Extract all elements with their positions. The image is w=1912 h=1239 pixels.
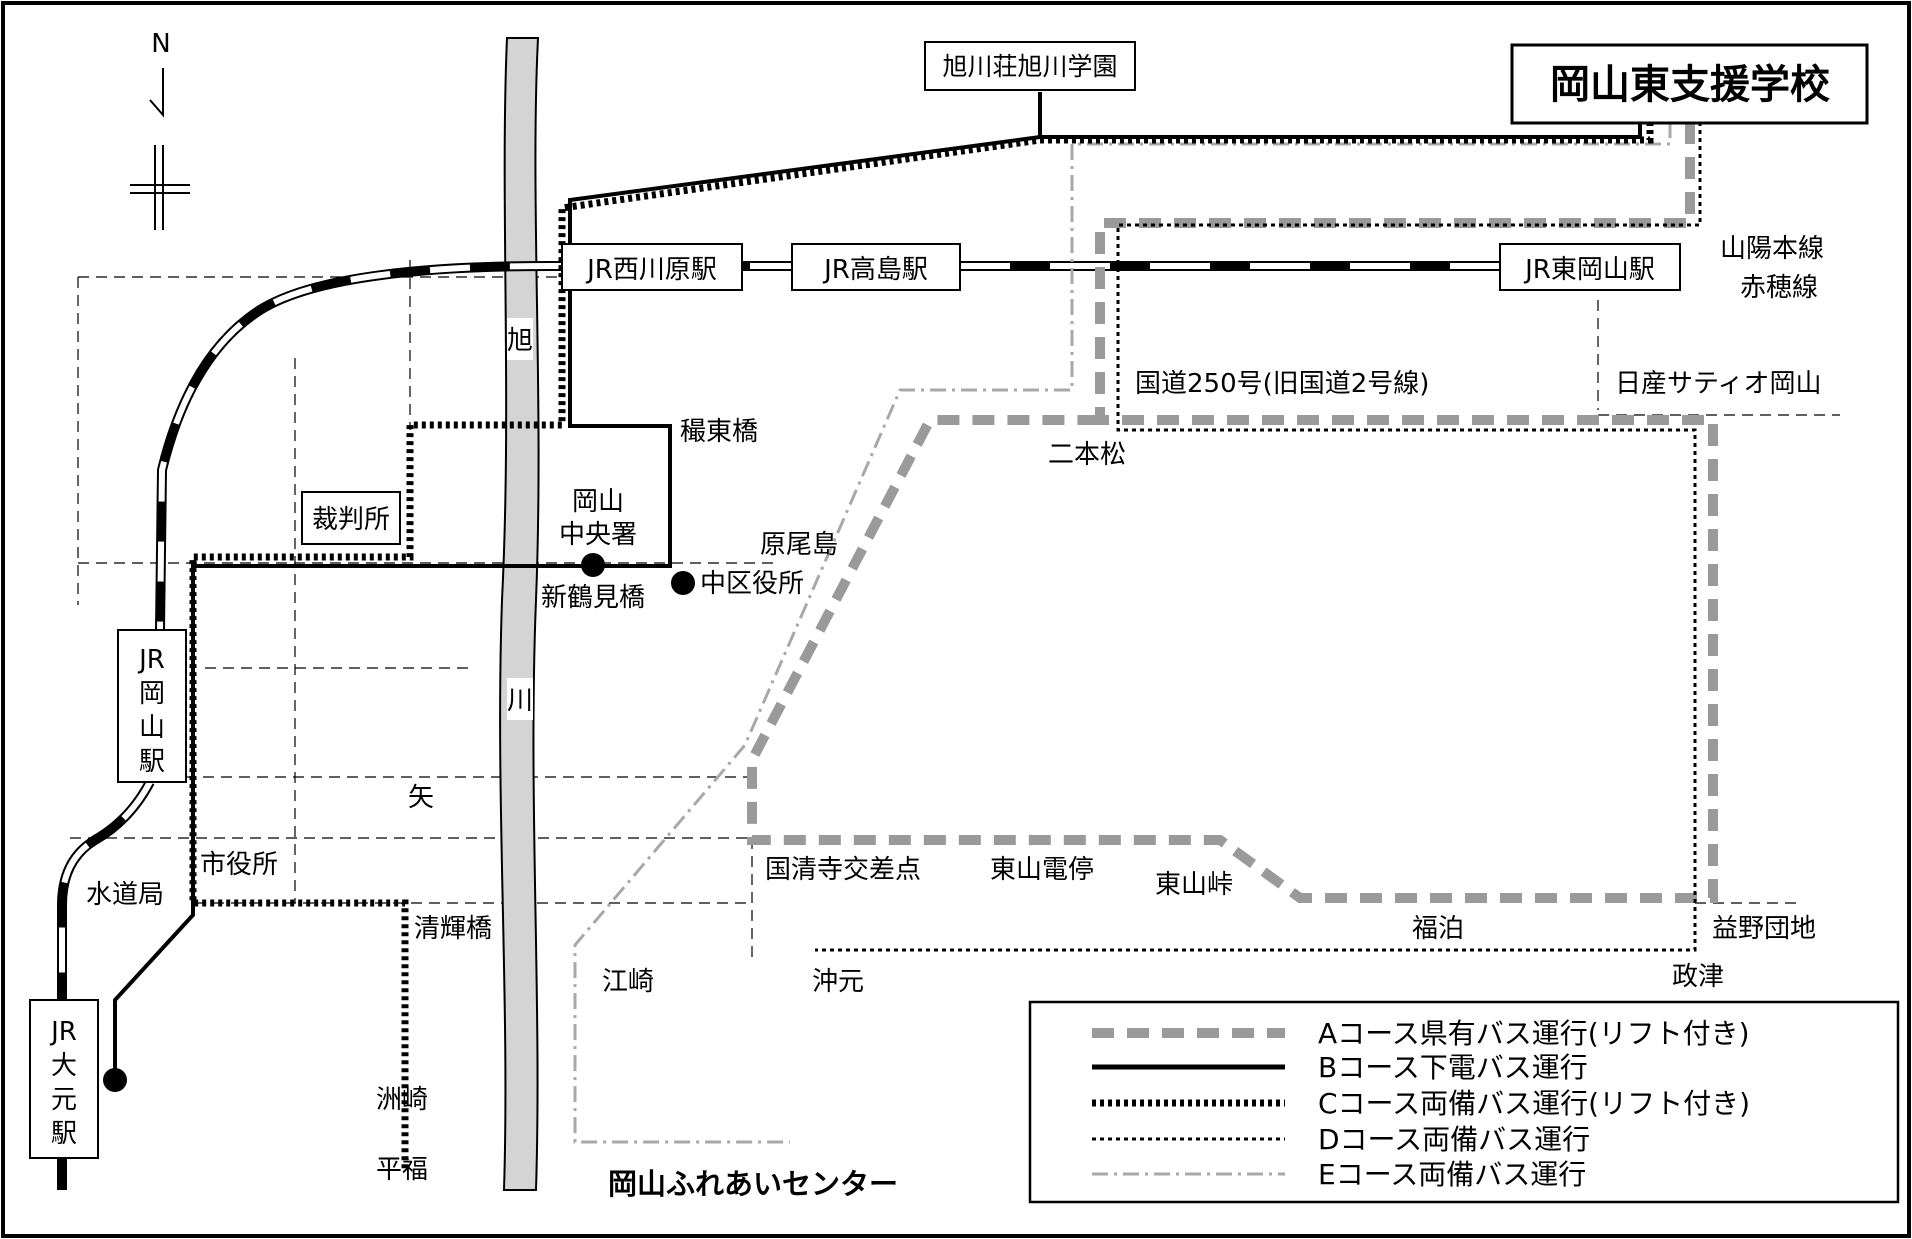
okayama-station-char1: 岡 bbox=[139, 679, 165, 709]
asahi-river: 旭 川 bbox=[499, 37, 540, 1191]
ezaki-label: 江崎 bbox=[602, 967, 654, 997]
okayama-station-char3: 駅 bbox=[139, 747, 165, 777]
naka-kuyakusho-label: 中区役所 bbox=[700, 569, 804, 599]
omoto-station-jr: JR bbox=[49, 1017, 77, 1047]
kokuseiji-label: 国清寺交差点 bbox=[765, 855, 921, 885]
suzaki-label: 洲崎 bbox=[376, 1085, 428, 1115]
compass-n: N bbox=[151, 29, 170, 59]
naka-kuyakusho-dot bbox=[671, 571, 695, 595]
fukudomari-label: 福泊 bbox=[1412, 914, 1464, 944]
suidokyoku-label: 水道局 bbox=[86, 880, 164, 910]
legend: Aコース県有バス運行(リフト付き) Bコース下電バス運行 Cコース両備バス運行(… bbox=[1028, 1000, 1900, 1204]
masazu-label: 政津 bbox=[1672, 962, 1724, 992]
nihonmatsu-label: 二本松 bbox=[1048, 440, 1126, 470]
okayama-station-char2: 山 bbox=[139, 713, 165, 743]
nissan-label: 日産サティオ岡山 bbox=[1615, 369, 1821, 399]
takashima-station-box bbox=[791, 243, 961, 291]
kuma-label: ⽮ bbox=[408, 783, 434, 813]
legend-label-c: Cコース両備バス運行(リフト付き) bbox=[1318, 1087, 1750, 1120]
haraojima-label: 原尾島 bbox=[760, 530, 838, 560]
ako-line-label: 赤穂線 bbox=[1740, 273, 1818, 303]
saibansho-label: 裁判所 bbox=[312, 505, 390, 535]
nishigawara-station-box bbox=[561, 243, 743, 291]
omoto-station-box bbox=[29, 999, 99, 1159]
omoto-station-char2: 元 bbox=[51, 1085, 77, 1115]
river-char-1: 旭 bbox=[507, 326, 533, 356]
okayama-station-box bbox=[117, 629, 187, 783]
legend-label-d: Dコース両備バス運行 bbox=[1318, 1123, 1590, 1156]
legend-label-e: Eコース両備バス運行 bbox=[1318, 1158, 1586, 1191]
omoto-station-char3: 駅 bbox=[51, 1119, 77, 1149]
takashima-station-label: JR高島駅 bbox=[822, 255, 928, 285]
chuo-sho-label-2: 中央署 bbox=[559, 520, 637, 550]
higashi-okayama-station-label: JR東岡山駅 bbox=[1523, 255, 1655, 285]
route-d bbox=[815, 122, 1702, 952]
seikibashi-label: 清輝橋 bbox=[414, 914, 492, 944]
route250-label: 国道250号(旧国道2号線) bbox=[1135, 369, 1429, 399]
shiyakusho-label: 市役所 bbox=[200, 850, 278, 880]
legend-label-a: Aコース県有バス運行(リフト付き) bbox=[1318, 1017, 1750, 1050]
higashi-okayama-station-box bbox=[1499, 243, 1681, 291]
omoto-station-char1: 大 bbox=[51, 1051, 77, 1081]
river-label-bg-2 bbox=[507, 678, 533, 720]
legend-label-b: Bコース下電バス運行 bbox=[1318, 1051, 1588, 1084]
kaito-bashi-label: 穝東橋 bbox=[680, 417, 758, 447]
okayama-station-jr: JR bbox=[137, 645, 165, 675]
school-box bbox=[1510, 43, 1869, 125]
place-labels: 山陽本線 赤穂線 国道250号(旧国道2号線) 日産サティオ岡山 二本松 穝東橋… bbox=[86, 234, 1824, 1201]
higashiyama-toge-label: 東山峠 bbox=[1155, 870, 1233, 900]
nishigawara-station-label: JR西川原駅 bbox=[585, 255, 717, 285]
higashiyama-den-label: 東山電停 bbox=[990, 855, 1094, 885]
school-name: 岡山東支援学校 bbox=[1550, 61, 1830, 108]
masuno-label: 益野団地 bbox=[1712, 914, 1816, 944]
route-a bbox=[747, 122, 1718, 903]
minor-roads bbox=[70, 260, 1840, 960]
omoto-stop-dot bbox=[103, 1068, 127, 1092]
boxed-labels: 旭川荘旭川学園 岡山東支援学校 JR西川原駅 JR高島駅 JR東岡山駅 裁判所 … bbox=[29, 41, 1869, 1159]
hirafuku-label: 平福 bbox=[376, 1155, 428, 1185]
north-arrow: N bbox=[130, 29, 190, 230]
shintsurumi-label: 新鶴見橋 bbox=[541, 583, 645, 613]
river-label-bg-1 bbox=[507, 318, 533, 360]
saibansho-box bbox=[301, 491, 401, 545]
okimoto-label: 沖元 bbox=[812, 967, 864, 997]
sanyo-line-label: 山陽本線 bbox=[1720, 234, 1824, 264]
asahikawa-gakuen-box bbox=[924, 41, 1136, 91]
asahikawa-gakuen-label: 旭川荘旭川学園 bbox=[942, 52, 1117, 81]
route-e bbox=[573, 122, 1672, 1144]
fureai-center-label: 岡山ふれあいセンター bbox=[608, 1167, 898, 1201]
route-c bbox=[189, 122, 1654, 1170]
chuo-sho-label-1: 岡山 bbox=[572, 487, 624, 517]
chuo-sho-dot bbox=[581, 553, 605, 577]
river-char-2: 川 bbox=[507, 686, 533, 716]
